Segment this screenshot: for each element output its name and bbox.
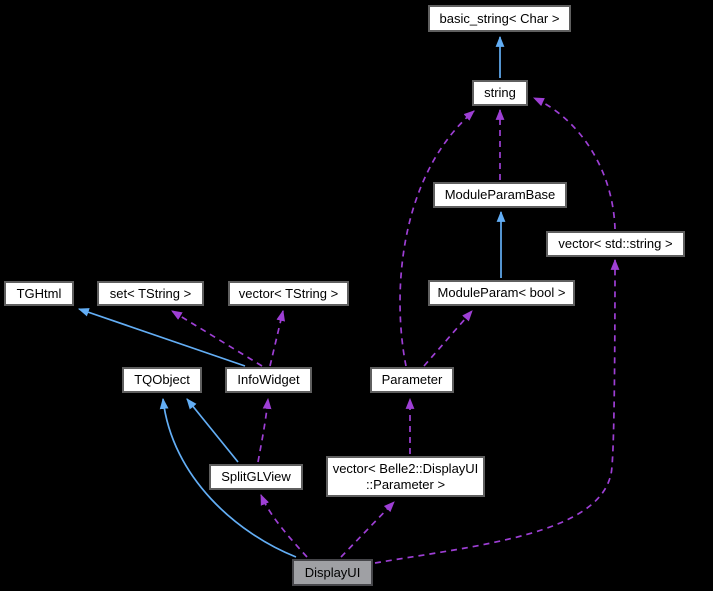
- node-basic_string[interactable]: basic_string< Char >: [428, 5, 571, 32]
- edge-vector_std_string-string: [532, 97, 616, 230]
- node-set_tstring[interactable]: set< TString >: [97, 281, 204, 306]
- edge-infowidget-set_tstring: [171, 310, 263, 367]
- edge-parameter-module_param_bool: [423, 310, 473, 367]
- edge-splitglview-tqobject: [186, 398, 239, 463]
- node-tqobject[interactable]: TQObject: [122, 367, 202, 393]
- node-string[interactable]: string: [472, 80, 528, 106]
- node-vector_belle2_param[interactable]: vector< Belle2::DisplayUI ::Parameter >: [326, 456, 485, 497]
- node-splitglview[interactable]: SplitGLView: [209, 464, 303, 490]
- edge-infowidget-tghtml: [77, 308, 246, 367]
- node-infowidget[interactable]: InfoWidget: [225, 367, 312, 393]
- node-module_param_bool[interactable]: ModuleParam< bool >: [428, 280, 575, 306]
- node-vector_std_string[interactable]: vector< std::string >: [546, 231, 685, 257]
- node-displayui[interactable]: DisplayUI: [292, 559, 373, 586]
- node-tghtml[interactable]: TGHtml: [4, 281, 74, 306]
- edge-displayui-splitglview: [260, 493, 308, 558]
- edge-parameter-string: [399, 110, 475, 367]
- node-vector_tstring[interactable]: vector< TString >: [228, 281, 349, 306]
- node-parameter[interactable]: Parameter: [370, 367, 454, 393]
- edge-infowidget-vector_tstring: [269, 309, 286, 367]
- node-module_param_base[interactable]: ModuleParamBase: [433, 182, 567, 208]
- edge-displayui-vector_belle2_param: [340, 501, 395, 558]
- edge-splitglview-infowidget: [257, 397, 272, 463]
